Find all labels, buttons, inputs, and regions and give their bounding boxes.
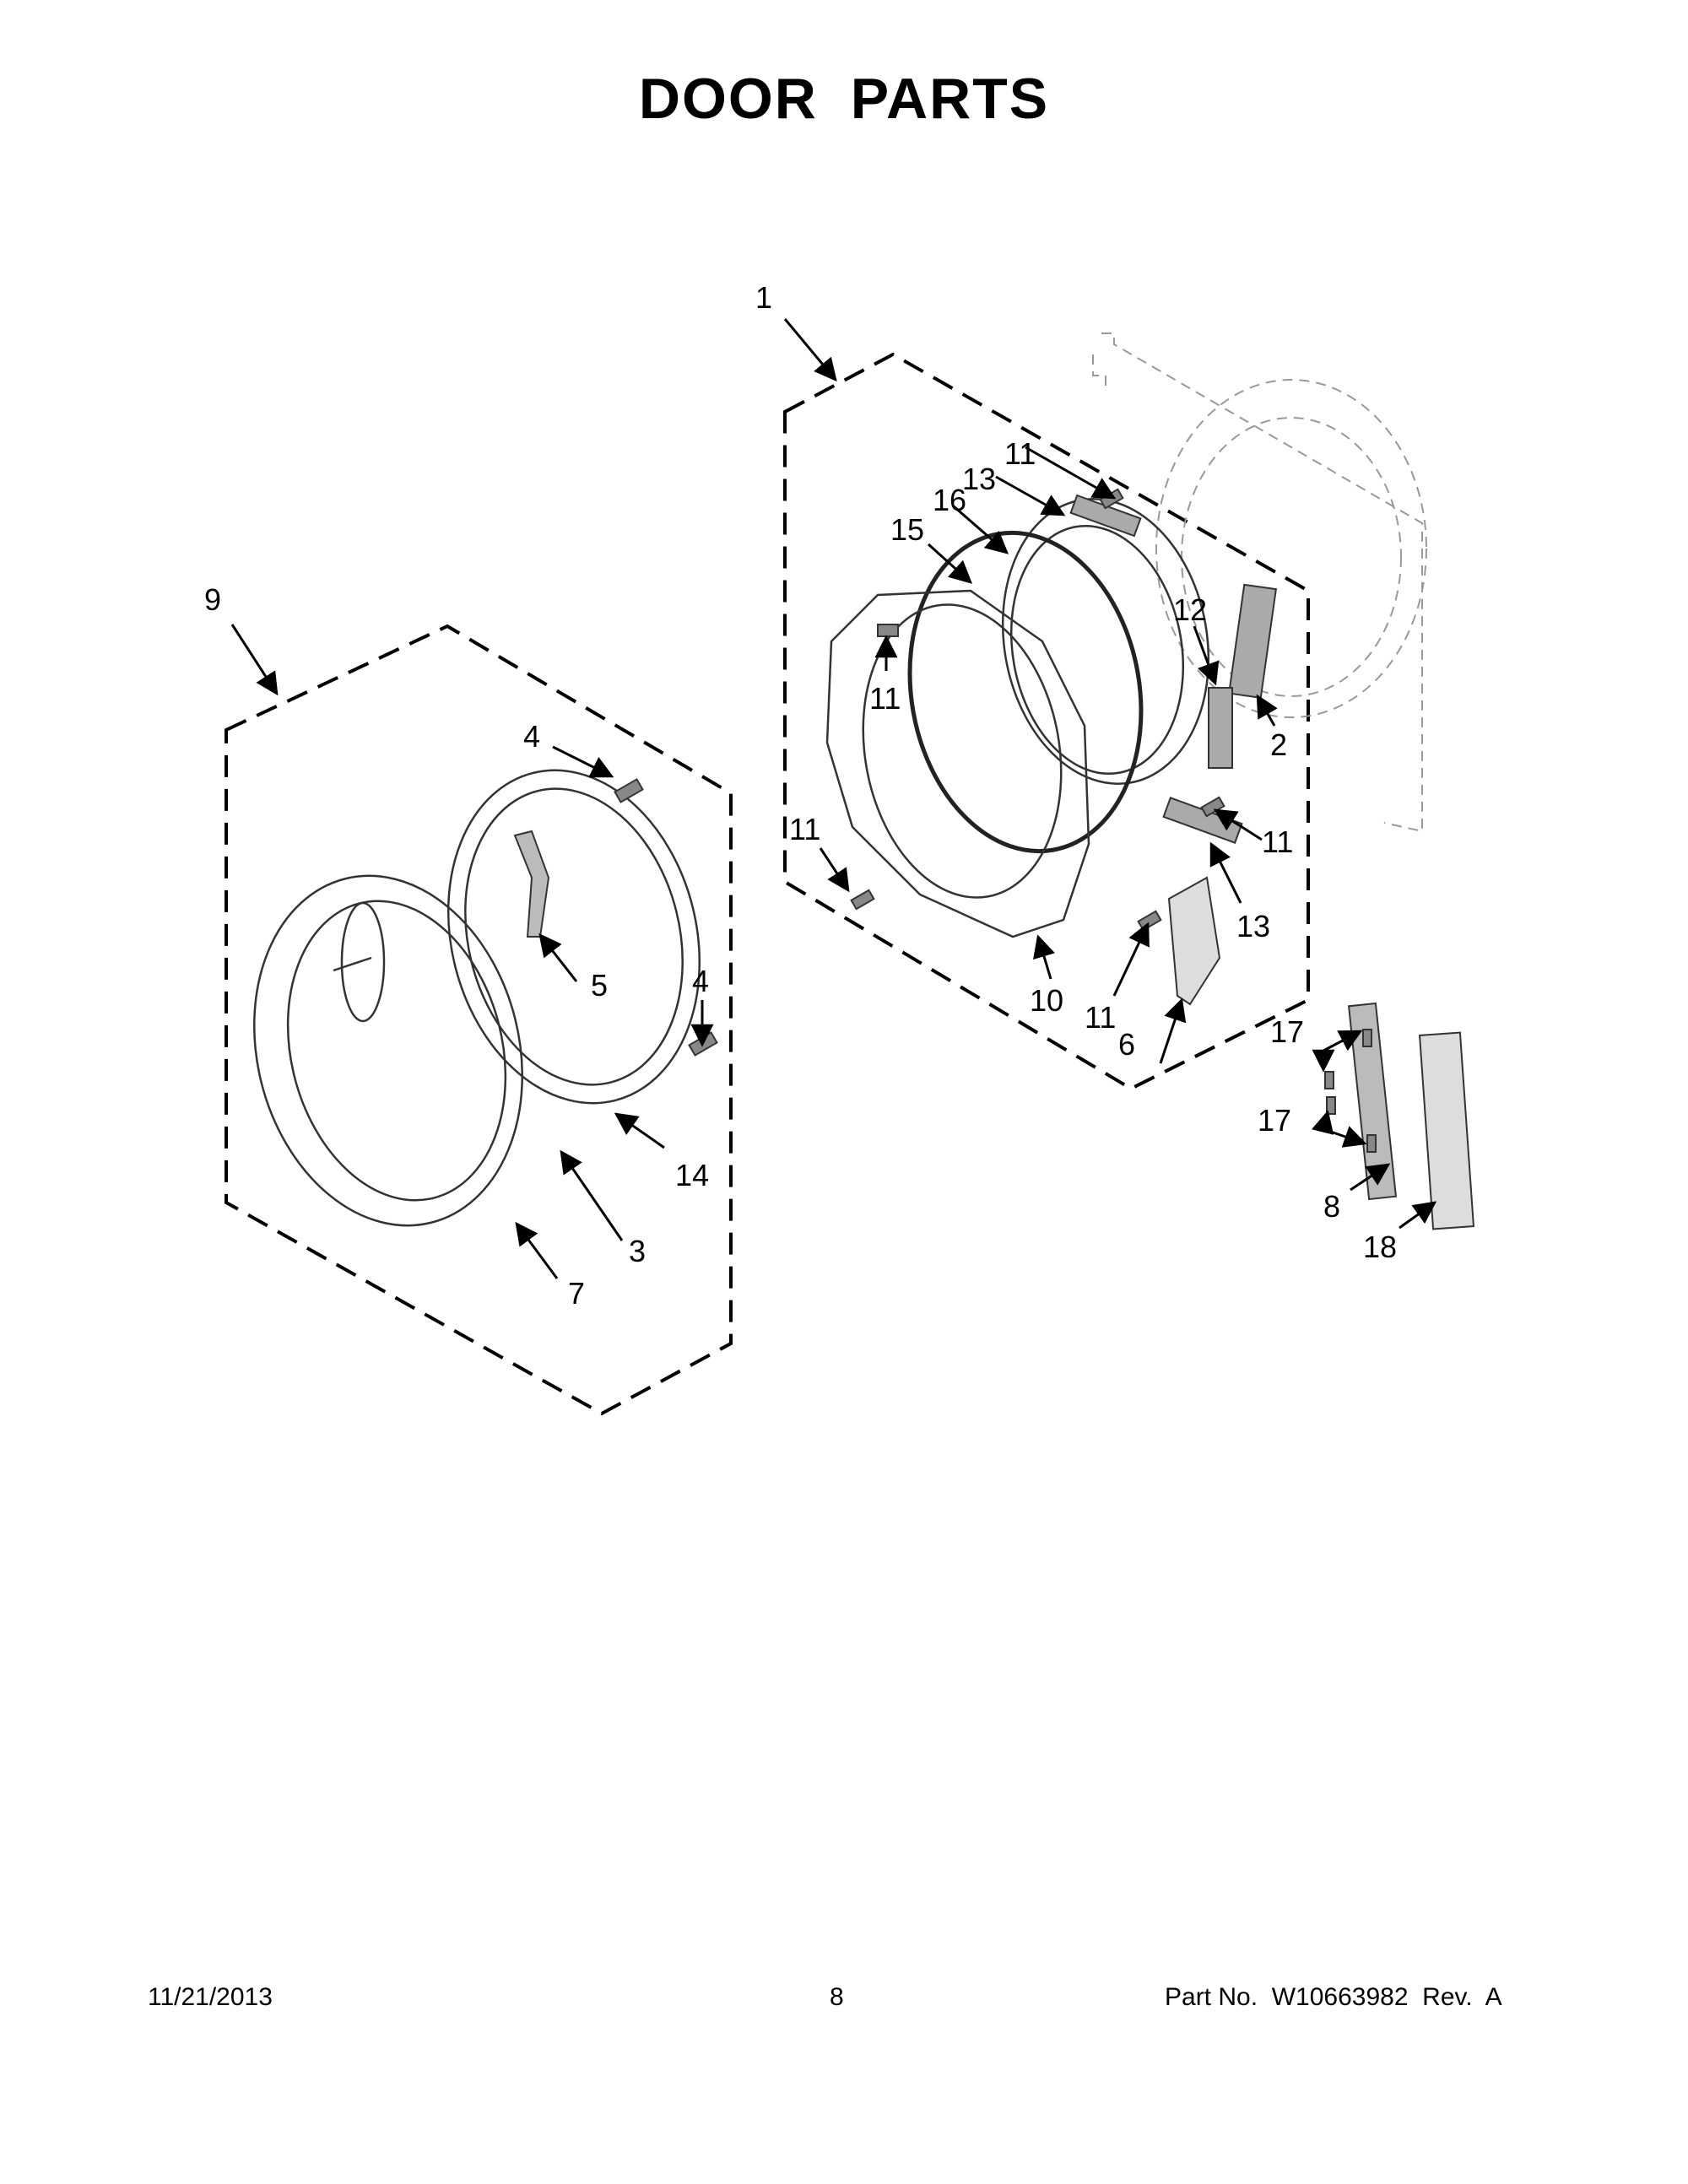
callout-13-bottom: 13 (1236, 909, 1270, 943)
strike-part-2 (1228, 583, 1278, 700)
callout-16: 16 (933, 483, 966, 517)
callout-6: 6 (1118, 1027, 1135, 1062)
callout-10: 10 (1030, 983, 1063, 1018)
callout-13-top: 13 (962, 462, 996, 496)
callout-18: 18 (1363, 1230, 1397, 1264)
inner-door-panel (825, 589, 1090, 938)
callout-11-top: 11 (1004, 436, 1036, 471)
callout-12: 12 (1173, 592, 1207, 627)
callout-11-left-upper: 11 (869, 681, 901, 716)
callout-9: 9 (204, 582, 221, 617)
inner-door-ring (446, 769, 701, 1105)
callout-4-top: 4 (523, 719, 540, 754)
callout-4-right: 4 (692, 964, 709, 998)
callout-2: 2 (1270, 727, 1287, 762)
callout-17-top: 17 (1270, 1014, 1304, 1049)
callout-8: 8 (1323, 1189, 1340, 1224)
page-title: DOOR PARTS (638, 67, 1050, 131)
cabinet-outline (1092, 332, 1427, 833)
hinge-8 (1347, 1002, 1398, 1201)
callout-3: 3 (629, 1234, 646, 1268)
callout-14: 14 (675, 1158, 709, 1192)
callout-11-bottom: 11 (1085, 1000, 1116, 1035)
callout-11-left-lower: 11 (789, 812, 820, 846)
outer-door-frame (253, 874, 523, 1227)
callout-labels: 1 2 3 4 4 5 6 7 8 9 10 11 11 11 11 11 11… (204, 280, 1397, 1311)
callout-1: 1 (755, 280, 772, 315)
hinge-plate-18 (1418, 1031, 1475, 1230)
hinge-part-12 (1208, 687, 1233, 769)
footer-part-number: Part No. W10663982 Rev. A (1165, 1983, 1502, 2011)
assembly-9-boundary (225, 624, 733, 1416)
callout-17-bottom: 17 (1258, 1103, 1291, 1138)
cover-plate-6 (1167, 876, 1221, 1006)
leader-arrows (230, 318, 1437, 1279)
footer-date: 11/21/2013 (148, 1983, 273, 2011)
assembly-1-boundary (783, 352, 1310, 1091)
door-glass (1001, 498, 1210, 785)
door-handle (513, 830, 550, 938)
callout-5: 5 (591, 968, 608, 1003)
callout-7: 7 (568, 1276, 585, 1311)
callout-11-right: 11 (1262, 824, 1293, 859)
footer-page-number: 8 (830, 1983, 844, 2011)
callout-15: 15 (890, 512, 924, 547)
